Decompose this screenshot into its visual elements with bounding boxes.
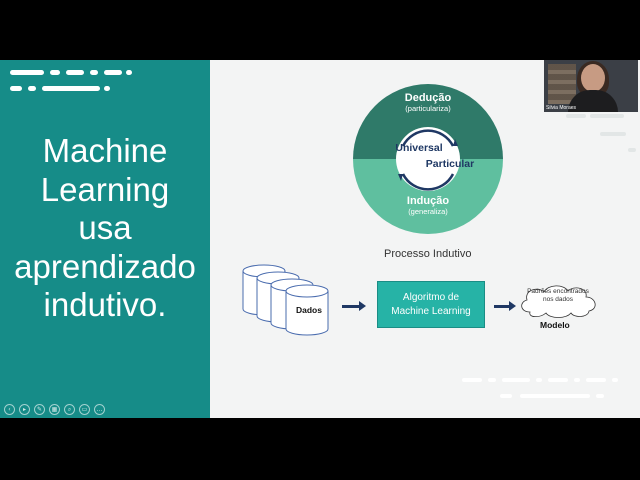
algorithm-box: Algoritmo de Machine Learning [377, 281, 485, 328]
inner-circle [396, 127, 460, 191]
database-icon [242, 264, 329, 336]
presenter-webcam: Silvia Moraes [544, 60, 638, 112]
induction-title: Indução [406, 195, 450, 207]
decorative-dash [42, 86, 100, 91]
pen-icon[interactable]: ✎ [34, 404, 45, 415]
data-cylinders [242, 264, 334, 341]
algorithm-label: Algoritmo de Machine Learning [391, 291, 471, 317]
decorative-dash [66, 70, 84, 75]
decorative-dash [590, 114, 624, 118]
deduction-half [353, 84, 503, 159]
induction-label: Indução (generaliza) [388, 195, 468, 216]
decorative-dash [104, 70, 122, 75]
decorative-dash [500, 394, 512, 398]
cycle-circle [353, 84, 503, 234]
induction-half [353, 159, 503, 234]
decorative-dash [566, 114, 586, 118]
decorative-dash [536, 378, 542, 382]
presentation-slide: Machine Learning usa aprendizado indutiv… [0, 60, 640, 418]
slides-icon[interactable]: ▦ [49, 404, 60, 415]
headline-line: usa [78, 209, 132, 246]
decorative-dash [600, 132, 626, 136]
decorative-dash [628, 148, 636, 152]
decorative-dash [462, 378, 482, 382]
arrow-to-algorithm [342, 301, 366, 311]
decorative-dash [488, 378, 496, 382]
slide-headline: Machine Learning usa aprendizado indutiv… [0, 132, 210, 325]
prev-icon[interactable]: ‹ [4, 404, 15, 415]
deduction-title: Dedução [404, 92, 452, 104]
decorative-dash [10, 70, 44, 75]
presenter-body [568, 90, 618, 112]
cloud-icon [521, 285, 596, 318]
zoom-icon[interactable]: ⌕ [64, 404, 75, 415]
decorative-dash [126, 70, 132, 75]
decorative-dash [502, 378, 530, 382]
decorative-dash [548, 378, 568, 382]
decorative-dash [28, 86, 36, 91]
decorative-dash [10, 86, 22, 91]
webcam-name: Silvia Moraes [546, 105, 577, 111]
bookshelf [548, 64, 576, 104]
deduction-induction-diagram: Dedução (particulariza) Indução (general… [353, 84, 503, 239]
decorative-dash [90, 70, 98, 75]
headline-line: indutivo. [43, 286, 167, 323]
decorative-dash [596, 394, 604, 398]
arrow-to-model [494, 301, 516, 311]
arrowhead-icon [398, 174, 403, 181]
decorative-dash [574, 378, 580, 382]
headline-line: Learning [40, 170, 170, 208]
left-title-panel: Machine Learning usa aprendizado indutiv… [0, 60, 210, 418]
decorative-dash [520, 394, 590, 398]
cycle-arrow-top [401, 129, 455, 147]
model-label: Modelo [540, 320, 570, 330]
decorative-dash [612, 378, 618, 382]
data-label: Dados [296, 305, 322, 315]
presenter-toolbar: ‹ ▸ ✎ ▦ ⌕ ▭ … [4, 404, 105, 415]
more-icon[interactable]: … [94, 404, 105, 415]
headline-line: aprendizado [14, 247, 196, 285]
presenter-face [581, 64, 605, 92]
process-title: Processo Indutivo [384, 248, 472, 260]
arrowhead-icon [453, 139, 458, 146]
deduction-subtitle: (particulariza) [405, 104, 451, 113]
decorative-dash [104, 86, 110, 91]
particular-label: Particular [425, 158, 475, 170]
induction-subtitle: (generaliza) [408, 207, 448, 216]
subtitle-icon[interactable]: ▭ [79, 404, 90, 415]
play-icon[interactable]: ▸ [19, 404, 30, 415]
cycle-arrow-bottom [401, 173, 455, 191]
patterns-label: Padrões encontrados nos dados [527, 288, 589, 303]
headline-line: Machine [42, 132, 168, 169]
universal-label: Universal [395, 142, 443, 154]
decorative-dash [586, 378, 606, 382]
deduction-label: Dedução (particulariza) [388, 92, 468, 113]
decorative-dash [50, 70, 60, 75]
